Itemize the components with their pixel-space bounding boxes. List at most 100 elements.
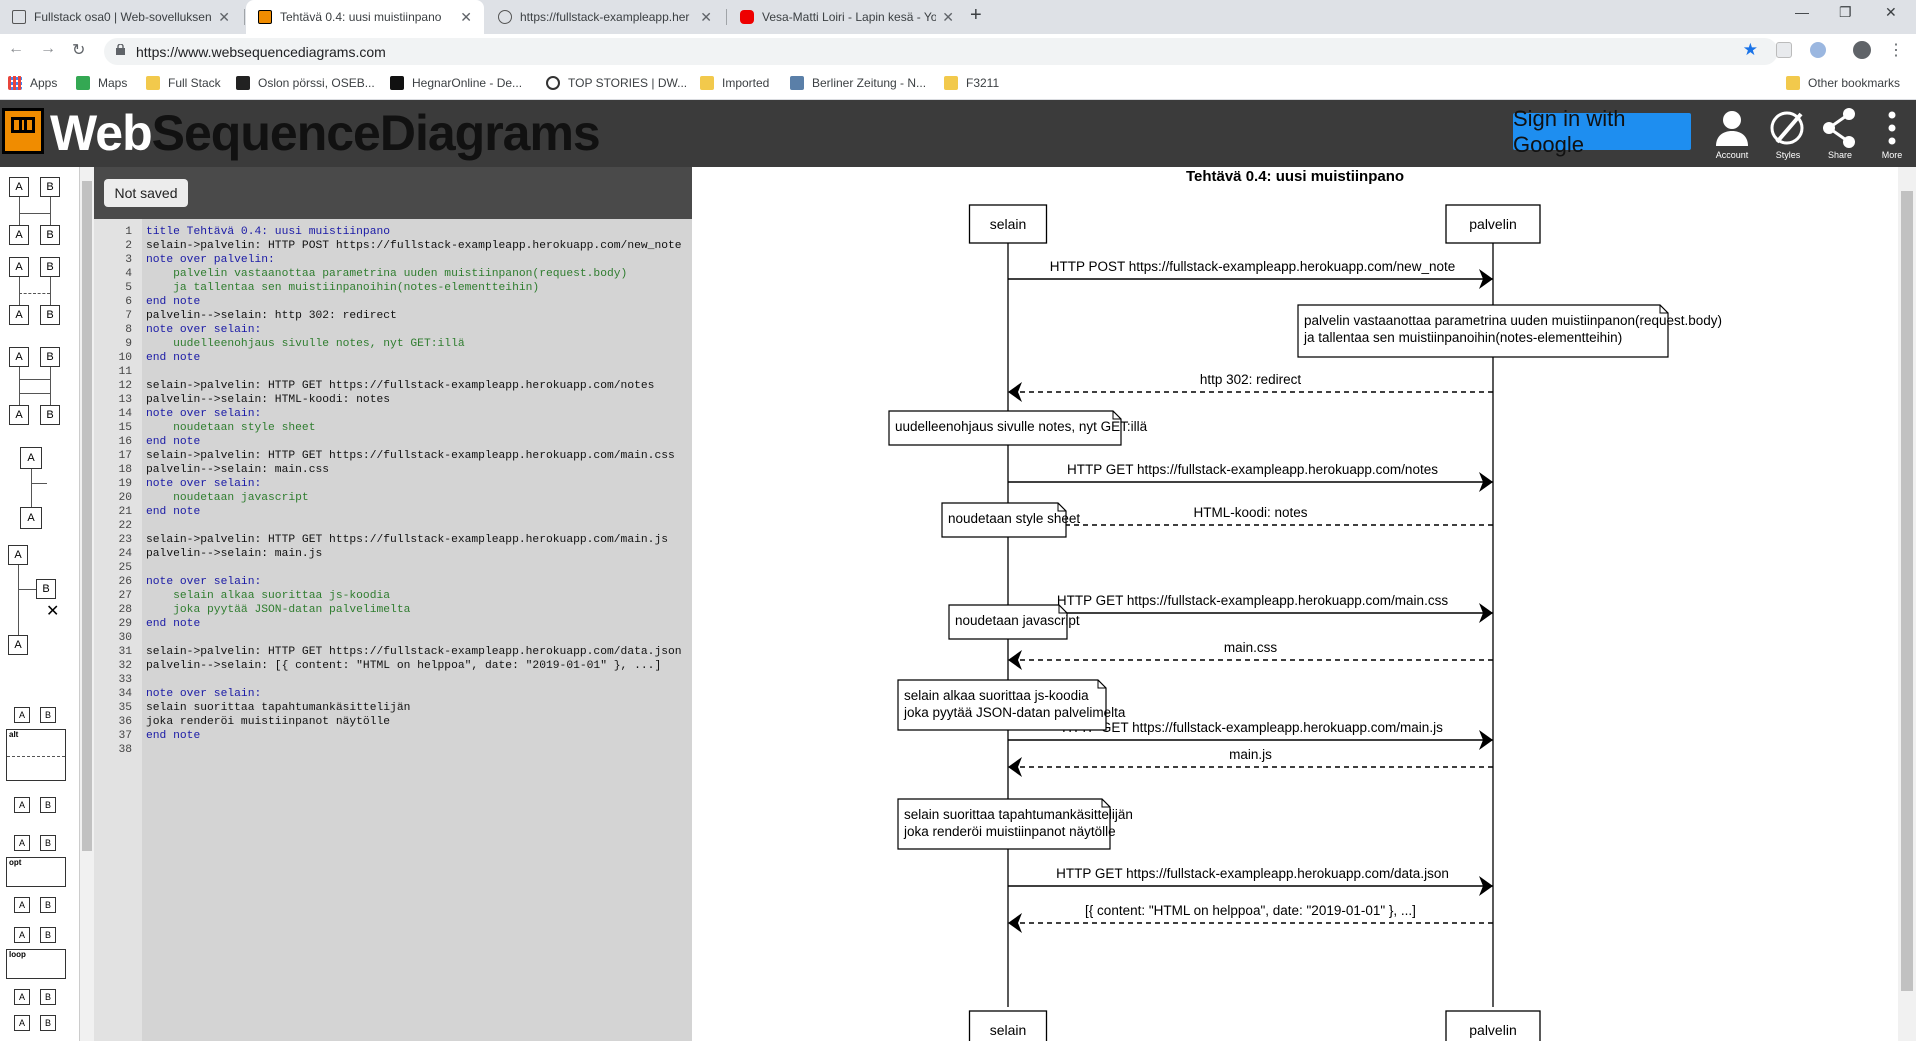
palette-template-opt[interactable]: A B opt A B [6, 835, 70, 935]
line-number: 17 [118, 450, 132, 462]
palette-template-return[interactable]: A B A B [6, 257, 70, 327]
tab-exampleapp[interactable]: https://fullstack-exampleapp.her ✕ [486, 0, 724, 34]
tab-divider [726, 9, 727, 25]
line-number: 37 [118, 730, 132, 742]
page-icon [12, 10, 26, 24]
palette-template-alt[interactable]: A B alt A B [6, 707, 70, 827]
arrowhead-icon [1008, 913, 1022, 933]
more-button[interactable]: More [1867, 106, 1916, 166]
line-number: 19 [118, 478, 132, 490]
account-label: Account [1715, 150, 1749, 160]
line-number: 15 [118, 422, 132, 434]
participant-a: A [14, 835, 30, 851]
bookmark-f3211[interactable]: F3211 [944, 76, 999, 90]
close-icon[interactable]: ✕ [218, 8, 230, 25]
participant-palvelin-box [1445, 204, 1541, 244]
line-number: 3 [125, 254, 132, 266]
extension-icon[interactable] [1810, 42, 1826, 58]
message-label: HTML-koodi: notes [1193, 505, 1307, 520]
note-box [897, 798, 1111, 850]
opt-fragment: opt [6, 857, 66, 887]
bookmark-hegnar[interactable]: HegnarOnline - De... [390, 76, 522, 90]
url-text: https://www.websequencediagrams.com [136, 44, 386, 60]
save-status-button[interactable]: Not saved [104, 179, 188, 207]
bookmark-imported[interactable]: Imported [700, 76, 769, 90]
more-label: More [1881, 150, 1903, 160]
palette-template-destroy[interactable]: A B ✕ A [6, 545, 70, 665]
app-logo[interactable]: WebSequenceDiagrams [50, 104, 601, 162]
bookmark-label: HegnarOnline - De... [412, 76, 523, 90]
sign-in-google-button[interactable]: Sign in with Google [1513, 106, 1691, 157]
palette-template-self[interactable]: A A [6, 447, 70, 529]
star-icon[interactable]: ★ [1742, 40, 1758, 59]
note-box [941, 502, 1067, 538]
forward-icon[interactable]: → [40, 40, 56, 57]
note-text: palvelin vastaanottaa parametrina uuden … [1304, 313, 1722, 328]
close-icon[interactable]: ✕ [942, 8, 954, 25]
line-number: 22 [118, 520, 132, 532]
bookmark-fullstack[interactable]: Full Stack [146, 76, 221, 90]
address-bar[interactable]: https://www.websequencediagrams.com ★ [104, 38, 1778, 65]
bookmark-berliner[interactable]: Berliner Zeitung - N... [790, 76, 926, 90]
bookmark-oslon[interactable]: Oslon pörssi, OSEB... [236, 76, 375, 90]
arrowhead-icon [1479, 472, 1493, 492]
site-icon [790, 76, 804, 90]
tab-wsd[interactable]: Tehtävä 0.4: uusi muistiinpano ✕ [246, 0, 484, 34]
reload-icon[interactable]: ↻ [72, 42, 86, 59]
lifeline [18, 565, 19, 635]
participant-a: A [9, 257, 29, 277]
code-line: palvelin-->selain: main.css [146, 464, 330, 476]
logo-text-sequencediagrams: SequenceDiagrams [151, 105, 601, 161]
styles-button[interactable]: Styles [1763, 106, 1813, 166]
palette-scrollbar[interactable] [80, 167, 94, 1041]
code-line: selain->palvelin: HTTP GET https://fulls… [146, 646, 682, 658]
tab-youtube[interactable]: Vesa-Matti Loiri - Lapin kesä - Yo ✕ [728, 0, 966, 34]
bookmark-apps[interactable]: Apps [8, 76, 57, 90]
participant-b: B [40, 305, 60, 325]
close-icon[interactable]: ✕ [460, 8, 472, 25]
extension-icon[interactable] [1776, 42, 1792, 58]
bookmark-other[interactable]: Other bookmarks [1786, 76, 1900, 90]
share-button[interactable]: Share [1815, 106, 1865, 166]
code-line: selain->palvelin: HTTP POST https://full… [146, 240, 682, 252]
message-label: main.js [1229, 747, 1272, 762]
code-line: selain suorittaa tapahtumankäsittelijän [146, 702, 411, 714]
note-fold [1058, 605, 1067, 614]
participant-a: A [9, 347, 29, 367]
profile-icon[interactable] [1853, 41, 1871, 59]
globe-icon [498, 10, 512, 24]
note-text: uudelleenohjaus sivulle notes, nyt GET:i… [895, 419, 1148, 434]
minimize-button[interactable]: — [1795, 4, 1809, 20]
bookmark-dw[interactable]: TOP STORIES | DW... [546, 76, 687, 90]
code-text-area[interactable] [142, 219, 692, 1041]
bookmark-label: Maps [98, 76, 128, 90]
alt-label: alt [9, 730, 19, 739]
back-icon[interactable]: ← [8, 40, 24, 57]
line-number: 38 [118, 744, 132, 756]
code-line: palvelin-->selain: http 302: redirect [146, 310, 397, 322]
window-close-button[interactable]: ✕ [1885, 4, 1897, 20]
line-number: 23 [118, 534, 132, 546]
close-icon[interactable]: ✕ [700, 8, 712, 25]
template-palette: A B A B A B A B A B A B A A A B ✕ A [0, 167, 80, 1041]
palette-template-loop[interactable]: A B loop A B A B [6, 927, 70, 1037]
message-label: HTTP GET https://fullstack-exampleapp.he… [1062, 720, 1443, 735]
account-button[interactable]: Account [1707, 106, 1757, 166]
scroll-thumb[interactable] [82, 181, 92, 851]
bookmark-maps[interactable]: Maps [76, 76, 127, 90]
tab-title: Vesa-Matti Loiri - Lapin kesä - Yo [762, 10, 937, 24]
browser-menu-icon[interactable]: ⋮ [1888, 42, 1904, 59]
diagram-scrollbar[interactable] [1898, 167, 1916, 1041]
youtube-icon [740, 10, 754, 24]
maximize-button[interactable]: ❐ [1839, 4, 1852, 20]
bookmark-label: Berliner Zeitung - N... [812, 76, 927, 90]
note-text: selain suorittaa tapahtumankäsittelijän [904, 807, 1133, 822]
palette-template-roundtrip[interactable]: A B A B [6, 347, 70, 427]
palette-template-message[interactable]: A B A B [6, 177, 70, 247]
scroll-thumb[interactable] [1901, 191, 1913, 991]
tab-fullstack[interactable]: Fullstack osa0 | Web-sovelluksen ✕ [0, 0, 242, 34]
new-tab-button[interactable]: + [970, 4, 982, 26]
participant-b: B [40, 177, 60, 197]
participant-a: A [14, 797, 30, 813]
